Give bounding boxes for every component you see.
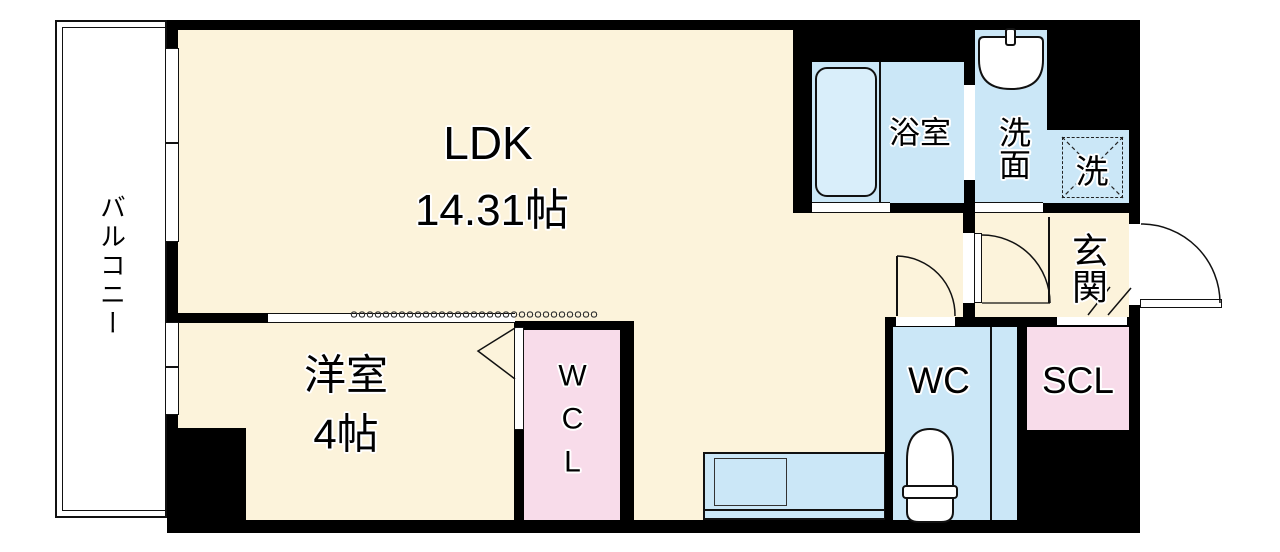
front-door-arc (1140, 223, 1221, 304)
room-label-entrance: 玄関 (1067, 232, 1108, 304)
balcony-inner-line (62, 27, 167, 511)
bathtub (815, 67, 877, 197)
opening-shoe-closet (1057, 317, 1127, 325)
opening-hall-door (963, 233, 975, 303)
wall-wc-left (885, 317, 893, 520)
kitchen-counter-edge-line (705, 509, 884, 511)
toilet-area (893, 327, 1017, 520)
wall-wc-scl-divider (1017, 327, 1027, 430)
wall-block-bottom-right (1017, 430, 1140, 533)
room-label-ldk: LDK (443, 117, 533, 169)
opening-washroom-entry (975, 202, 1043, 213)
window-ldk-mullion (165, 142, 179, 144)
room-label-scl: SCL (1042, 360, 1114, 401)
room-label-ldk-size: 14.31帖 (414, 186, 570, 235)
accordion-door-symbol (350, 310, 598, 319)
room-label-washroom: 洗面 (995, 116, 1031, 180)
wall-wcl-top (514, 321, 634, 330)
room-label-western-room: 洋室 (303, 351, 389, 399)
wall-ldk-western-divider (167, 313, 268, 323)
opening-front-door (1129, 224, 1140, 305)
wall-bottom (167, 520, 1140, 533)
wall-entrance-top (1043, 203, 1130, 213)
wall-wc-top (885, 317, 1140, 327)
wall-bath-left (793, 20, 812, 213)
room-label-bathroom: 浴室 (889, 115, 951, 151)
opening-wc-door (896, 317, 955, 326)
room-label-wc: WC (908, 360, 970, 401)
opening-under-bathroom (812, 202, 890, 213)
balcony-area (55, 20, 167, 518)
wall-right-lower (1129, 305, 1140, 520)
bathroom-divider-line (879, 62, 881, 203)
wall-block-top-right (1047, 20, 1140, 130)
wall-under-bath (890, 203, 965, 213)
hall-door-leaf (974, 233, 982, 303)
wall-top (167, 20, 1140, 30)
room-label-western-room-size: 4帖 (313, 410, 379, 458)
shoe-closet-area (1027, 327, 1130, 430)
front-door-leaf (1140, 299, 1222, 308)
walk-in-closet-area (524, 330, 620, 520)
opening-bath-door (964, 85, 975, 180)
room-label-balcony: バルコニー (96, 193, 127, 339)
wall-bath-top (793, 20, 975, 62)
wall-pillar-bottom-left (167, 428, 246, 533)
wall-left (167, 20, 178, 521)
room-label-wcl: WCL (556, 359, 589, 489)
window-western-room-mullion (165, 366, 179, 368)
wall-wcl-right (620, 321, 634, 533)
window-western-room (165, 322, 179, 415)
wall-wcl-left-lower (514, 430, 524, 520)
window-ldk (165, 48, 179, 242)
wcl-door-panel (514, 327, 524, 430)
kitchen-sink (714, 458, 787, 506)
toilet-partition-line (990, 327, 992, 520)
room-label-laundry: 洗 (1075, 153, 1109, 190)
kitchen-counter (703, 452, 886, 520)
